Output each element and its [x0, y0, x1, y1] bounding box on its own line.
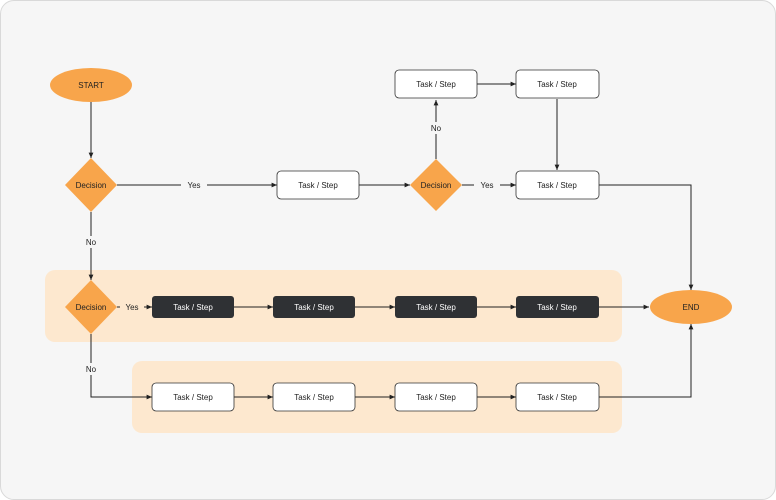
edge-label-no-3: No	[82, 363, 100, 375]
connector-decision3-light1	[90, 334, 152, 400]
task-node-bottom-3[interactable]: Task / Step	[394, 382, 478, 412]
svg-text:No: No	[86, 238, 97, 247]
task-node-row1-1[interactable]: Task / Step	[276, 170, 360, 200]
connectors	[88, 81, 694, 400]
svg-text:Task / Step: Task / Step	[294, 393, 334, 402]
svg-text:Task / Step: Task / Step	[537, 80, 577, 89]
edge-label-no-1: No	[427, 122, 445, 134]
svg-text:Task / Step: Task / Step	[537, 303, 577, 312]
connector-row1-to-end	[599, 184, 694, 290]
svg-text:Task / Step: Task / Step	[537, 393, 577, 402]
svg-text:Yes: Yes	[480, 181, 493, 190]
task-node-row1-2[interactable]: Task / Step	[515, 170, 600, 200]
connector-light4-end	[599, 324, 694, 398]
task-node-bottom-2[interactable]: Task / Step	[272, 382, 356, 412]
svg-text:Task / Step: Task / Step	[416, 303, 456, 312]
svg-text:END: END	[683, 303, 700, 312]
edge-label-no-2: No	[82, 236, 100, 248]
svg-text:Task / Step: Task / Step	[294, 303, 334, 312]
task-node-top-2[interactable]: Task / Step	[515, 69, 600, 99]
svg-text:No: No	[86, 365, 97, 374]
svg-text:Yes: Yes	[187, 181, 200, 190]
start-node[interactable]: START	[50, 68, 132, 102]
decision-node-2[interactable]: Decision	[410, 159, 462, 211]
svg-text:Decision: Decision	[76, 181, 107, 190]
decision-node-1[interactable]: Decision	[65, 158, 117, 212]
svg-text:Task / Step: Task / Step	[416, 80, 456, 89]
svg-text:Task / Step: Task / Step	[173, 303, 213, 312]
svg-text:Task / Step: Task / Step	[537, 181, 577, 190]
task-node-dark-1[interactable]: Task / Step	[152, 296, 234, 318]
decision-node-3[interactable]: Decision	[65, 280, 117, 334]
task-node-top-1[interactable]: Task / Step	[394, 69, 478, 99]
svg-text:Decision: Decision	[421, 181, 452, 190]
svg-text:Task / Step: Task / Step	[173, 393, 213, 402]
end-node[interactable]: END	[650, 290, 732, 324]
edge-label-yes-1: Yes	[181, 179, 207, 191]
task-node-dark-2[interactable]: Task / Step	[273, 296, 355, 318]
svg-text:Task / Step: Task / Step	[298, 181, 338, 190]
edge-label-yes-3: Yes	[120, 301, 144, 313]
edge-label-yes-2: Yes	[474, 179, 500, 191]
svg-text:Decision: Decision	[76, 303, 107, 312]
task-node-bottom-4[interactable]: Task / Step	[515, 382, 600, 412]
task-node-dark-4[interactable]: Task / Step	[516, 296, 599, 318]
task-node-dark-3[interactable]: Task / Step	[395, 296, 477, 318]
svg-text:Yes: Yes	[125, 303, 138, 312]
svg-text:START: START	[78, 81, 104, 90]
svg-text:Task / Step: Task / Step	[416, 393, 456, 402]
svg-text:No: No	[431, 124, 442, 133]
task-node-bottom-1[interactable]: Task / Step	[151, 382, 235, 412]
